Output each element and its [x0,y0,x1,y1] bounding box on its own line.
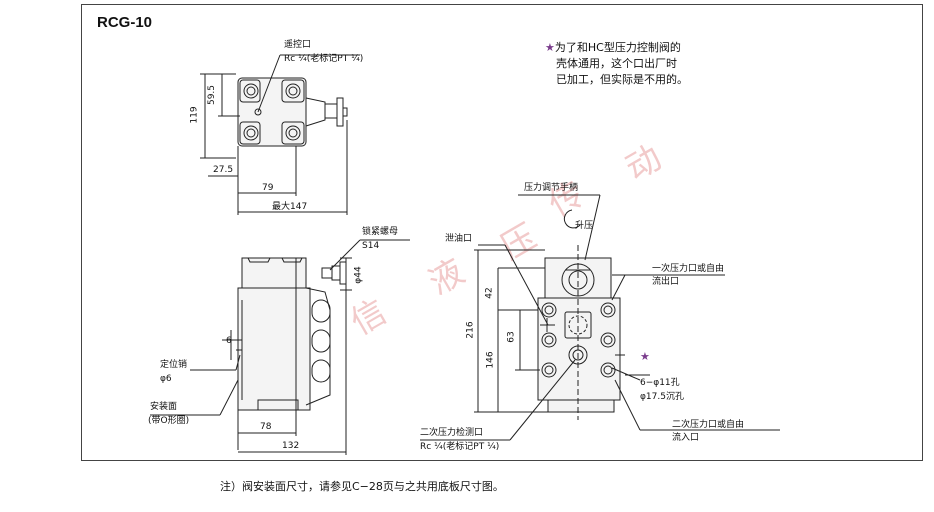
dim-59-5: 59.5 [207,84,218,106]
star-icon: ★ [545,41,555,54]
primary-port-label2: 流出口 [652,277,680,287]
s14-label: S14 [362,241,380,251]
top-view [200,54,360,215]
dim-27-5: 27.5 [213,165,234,175]
footer-note: 注）阀安装面尺寸，请参见C−28页与之共用底板尺寸图。 [220,480,504,493]
secondary-test-port-spec: Rc ¼(老标记PT ¼) [420,442,500,452]
side-view [150,239,410,455]
holes-label: 6−φ11孔 [640,378,680,388]
note-line3: 已加工，但实际是不用的。 [556,73,688,86]
lock-nut-label: 锁紧螺母 [362,227,399,237]
pressure-handle-label: 压力调节手柄 [524,183,579,193]
dim-max147: 最大147 [272,202,308,212]
phi44-label: φ44 [353,266,364,284]
primary-port-label: 一次压力口或自由 [652,264,725,274]
model-title: RCG-10 [97,14,153,31]
dim-119: 119 [189,106,200,124]
note-line1: 为了和HC型压力控制阀的 [554,41,681,54]
dim-216: 216 [465,321,476,339]
dim-42: 42 [484,287,495,299]
dim-79: 79 [262,183,274,193]
front-view [420,194,780,441]
drawing-frame [81,4,923,461]
drain-port-label: 泄油口 [445,234,473,244]
note-block: ★为了和HC型压力控制阀的 壳体通用，这个口出厂时 已加工，但实际是不用的。 [545,40,745,88]
secondary-port-label: 二次压力口或自由 [672,420,745,430]
dim-132: 132 [282,441,300,451]
raise-pressure-label: 升压 [575,221,594,231]
locating-pin-label: 定位销 [160,360,188,370]
dim-78: 78 [260,422,272,432]
note-line2: 壳体通用，这个口出厂时 [556,57,677,70]
dim-146: 146 [485,351,496,369]
remote-port-spec: Rc ¼(老标记PT ¼) [284,54,364,64]
mount-face-note: (带O形圈) [148,416,190,426]
mount-face-label: 安装面 [150,402,178,412]
secondary-test-port-label: 二次压力检测口 [420,428,484,438]
remote-port-label: 遥控口 [284,40,312,50]
star-marker: ★ [640,350,650,363]
phi6-label: φ6 [160,374,172,384]
dim-63: 63 [506,331,517,343]
dim-6: 6 [226,336,232,346]
secondary-port-label2: 流入口 [672,433,700,443]
counterbore-label: φ17.5沉孔 [640,392,684,402]
